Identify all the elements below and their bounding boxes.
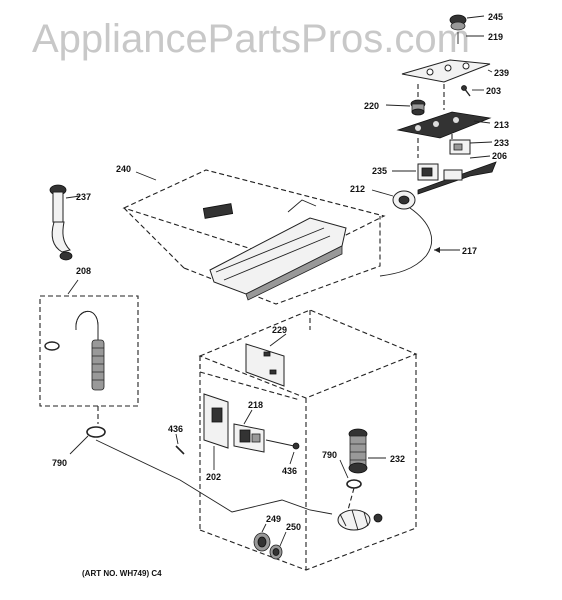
lid-switch [233, 409, 300, 453]
cabinet-outline [198, 309, 418, 571]
wire-harness [95, 439, 333, 515]
callout-790-right: 790 [322, 450, 337, 460]
screw-part [461, 85, 484, 97]
bushing-part [253, 523, 271, 552]
hose-clamp-right [339, 459, 362, 511]
callout-202: 202 [206, 472, 221, 482]
mounting-plate [396, 111, 492, 139]
switch-part [449, 139, 493, 155]
callout-213: 213 [494, 120, 509, 130]
small-switch [392, 163, 439, 181]
callout-436-left: 436 [168, 424, 183, 434]
dial-knob [385, 99, 426, 116]
callout-790-left: 790 [52, 458, 67, 468]
drain-hose-kit [39, 279, 139, 424]
callout-245: 245 [488, 12, 503, 22]
console-housing [122, 169, 386, 305]
callout-217: 217 [462, 246, 477, 256]
callout-203: 203 [486, 86, 501, 96]
art-number-footer: (ART NO. WH749) C4 [82, 569, 162, 578]
cover-plate [401, 59, 491, 83]
callout-240: 240 [116, 164, 131, 174]
callout-220: 220 [364, 101, 379, 111]
access-panel [203, 393, 229, 470]
callout-212: 212 [350, 184, 365, 194]
callout-229: 229 [272, 325, 287, 335]
callout-208: 208 [76, 266, 91, 276]
grommet-part [269, 531, 287, 560]
callout-218: 218 [248, 400, 263, 410]
knob-part [449, 14, 485, 31]
screw-left [175, 433, 185, 455]
callout-233: 233 [494, 138, 509, 148]
callout-237: 237 [76, 192, 91, 202]
callout-219: 219 [488, 32, 503, 42]
inlet-hose-assembly [49, 184, 81, 261]
pressure-switch [371, 189, 416, 210]
callout-249: 249 [266, 514, 281, 524]
drain-pump [348, 428, 386, 474]
pressure-hose [379, 207, 433, 277]
callout-206: 206 [492, 151, 507, 161]
callout-436-right: 436 [282, 466, 297, 476]
callout-250: 250 [286, 522, 301, 532]
screw-right-leader [289, 451, 295, 465]
harness-bracket [245, 333, 287, 387]
switch-mount-assembly [371, 14, 497, 277]
hose-clamp [69, 426, 106, 455]
callout-232: 232 [390, 454, 405, 464]
pump-motor [337, 509, 383, 531]
callout-235: 235 [372, 166, 387, 176]
callout-239: 239 [494, 68, 509, 78]
watermark-text: AppliancePartsPros.com [32, 17, 470, 61]
